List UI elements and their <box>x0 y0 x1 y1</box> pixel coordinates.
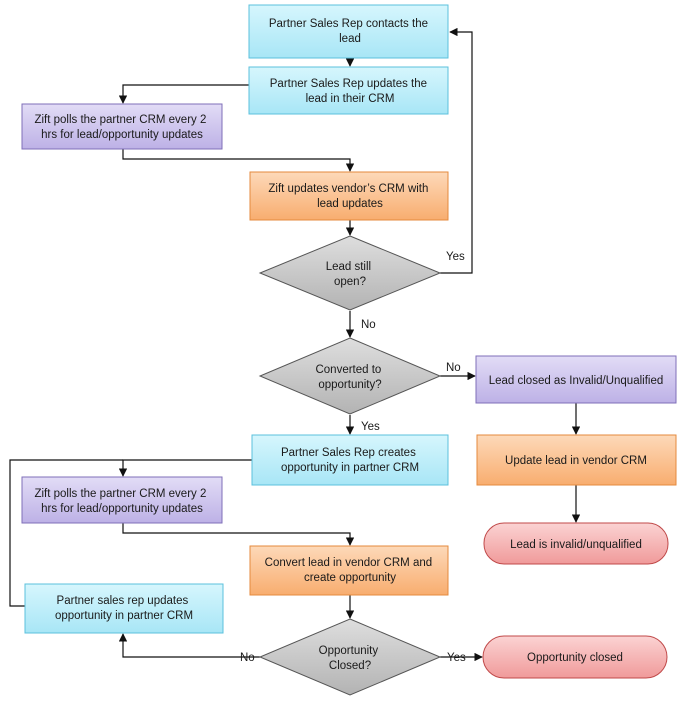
node-update-lead-crm: Partner Sales Rep updates the lead in th… <box>248 66 449 115</box>
svg-text:Lead is invalid/unqualified: Lead is invalid/unqualified <box>510 539 642 551</box>
svg-text:Opportunity Closed?: Opportunity Closed? <box>319 645 382 672</box>
svg-text:Partner Sales Rep contacts the: Partner Sales Rep contacts the lead <box>269 18 431 45</box>
terminal-opportunity-closed: Opportunity closed <box>482 635 668 679</box>
edge-lead-open-yes-loop <box>440 27 473 274</box>
svg-text:Lead closed as Invalid/Unquali: Lead closed as Invalid/Unqualified <box>489 375 664 387</box>
node-contact-lead: Partner Sales Rep contacts the lead <box>248 4 449 59</box>
svg-text:Converted to opportunity: Converted to opportunity? <box>315 364 384 391</box>
edge-zift-polls-to-zift-updates <box>122 149 355 172</box>
svg-text:Zift polls the partner CRM eve: Zift polls the partner CRM every 2 hrs f… <box>34 488 209 515</box>
label-converted-no: No <box>446 362 461 374</box>
svg-text:Partner Sales Rep updates the: Partner Sales Rep updates the lead in th… <box>270 78 430 105</box>
node-convert-lead-vendor: Convert lead in vendor CRM and create op… <box>249 545 449 596</box>
label-closed-no: No <box>240 652 255 664</box>
node-update-lead-vendor-crm: Update lead in vendor CRM <box>476 434 677 486</box>
edge-zift-polls-2-to-convert <box>122 523 355 546</box>
node-rep-updates-opportunity: Partner sales rep updates opportunity in… <box>24 583 224 634</box>
label-closed-yes: Yes <box>447 652 466 664</box>
node-zift-polls-2: Zift polls the partner CRM every 2 hrs f… <box>21 476 223 524</box>
edge-creates-to-zift-polls-2 <box>118 459 252 477</box>
terminal-lead-invalid: Lead is invalid/unqualified <box>483 522 669 565</box>
node-zift-updates-vendor: Zift updates vendor’s CRM with lead upda… <box>249 171 449 221</box>
decision-lead-still-open: Lead still open? <box>258 235 442 311</box>
label-converted-yes: Yes <box>361 421 380 433</box>
svg-text:Partner Sales Rep creates: Partner Sales Rep creates opportunity in… <box>281 447 419 474</box>
node-lead-closed-invalid: Lead closed as Invalid/Unqualified <box>475 355 677 404</box>
svg-text:Partner sales rep updates: Partner sales rep updates opportunity in… <box>55 595 193 622</box>
svg-text:Update lead in vendor CRM: Update lead in vendor CRM <box>505 455 647 467</box>
node-rep-creates-opportunity: Partner Sales Rep creates opportunity in… <box>251 434 449 486</box>
node-zift-polls-1: Zift polls the partner CRM every 2 hrs f… <box>21 103 223 150</box>
decision-opportunity-closed: Opportunity Closed? <box>258 618 442 696</box>
label-open-no: No <box>361 319 376 331</box>
decision-converted-to-opportunity: Converted to opportunity? <box>258 337 442 415</box>
svg-text:Zift updates vendor’s CRM with: Zift updates vendor’s CRM with lead upda… <box>268 183 431 210</box>
svg-text:Opportunity closed: Opportunity closed <box>527 652 623 664</box>
svg-text:Convert lead in vendor CRM and: Convert lead in vendor CRM and create op… <box>265 557 436 584</box>
svg-text:Lead still open?: Lead still open? <box>326 261 375 288</box>
svg-text:Zift polls the partner CRM eve: Zift polls the partner CRM every 2 hrs f… <box>34 114 209 141</box>
edge-rep-updates-loop <box>9 459 123 607</box>
label-open-yes: Yes <box>446 251 465 263</box>
edge-opp-closed-no <box>118 633 260 658</box>
